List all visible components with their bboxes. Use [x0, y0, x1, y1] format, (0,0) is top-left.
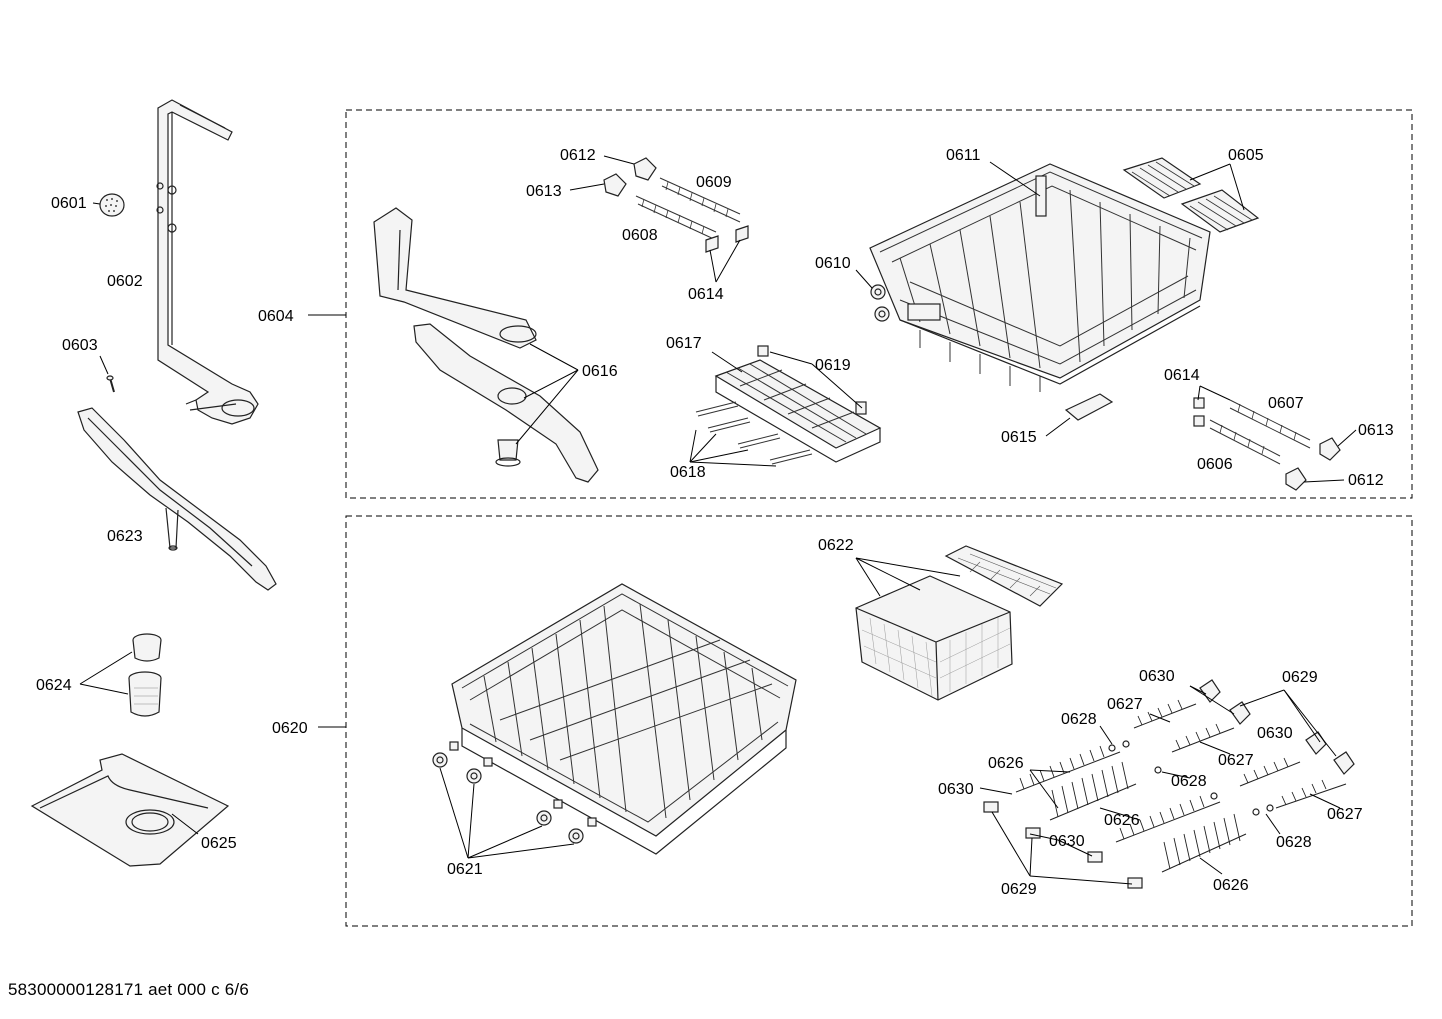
part-0612-0613-0608-0609-rails-left[interactable]	[603, 157, 749, 253]
label-0609: 0609	[696, 174, 732, 191]
part-0605-tine-inserts[interactable]	[1122, 157, 1260, 233]
document-code: 58300000128171 aet 000 c 6/6	[8, 980, 249, 999]
label-0627-b: 0627	[1218, 752, 1254, 769]
label-0605: 0605	[1228, 147, 1264, 164]
part-0617-cup-shelf[interactable]	[714, 345, 882, 463]
part-0616-upper-spray-arm[interactable]	[373, 207, 599, 483]
label-0603: 0603	[62, 337, 98, 354]
part-0606-0607-rails-right[interactable]	[1193, 397, 1341, 491]
part-0603-screw[interactable]	[106, 375, 115, 393]
label-0626-c: 0626	[1213, 877, 1249, 894]
label-0630-d: 0630	[1049, 833, 1085, 850]
label-0628-c: 0628	[1276, 834, 1312, 851]
part-labels: 0601 0602 0603 0604 0605 0606 0607 0608 …	[36, 147, 1394, 898]
part-0601-cap[interactable]	[99, 193, 125, 217]
label-0611: 0611	[946, 147, 981, 164]
label-0614-right: 0614	[1164, 367, 1200, 384]
part-0627-small-tine-racks[interactable]	[1133, 699, 1347, 809]
label-0612-bottom: 0612	[1348, 472, 1384, 489]
label-0626-a: 0626	[988, 755, 1024, 772]
part-0602-supply-pipe[interactable]	[156, 99, 259, 425]
label-0601: 0601	[51, 195, 87, 212]
label-0613-top: 0613	[526, 183, 562, 200]
label-0626-b: 0626	[1104, 812, 1140, 829]
part-0625-sump-cover[interactable]	[30, 753, 230, 867]
label-0612-top: 0612	[560, 147, 596, 164]
label-0629-b: 0629	[1001, 881, 1037, 898]
label-0627-a: 0627	[1107, 696, 1143, 713]
part-0611-upper-basket[interactable]	[869, 163, 1211, 392]
label-0602: 0602	[107, 273, 143, 290]
label-0622: 0622	[818, 537, 854, 554]
upper-basket-group-box	[345, 109, 1413, 499]
part-0620-lower-basket[interactable]	[451, 583, 797, 855]
label-0630-a: 0630	[1139, 668, 1175, 685]
label-0628-a: 0628	[1061, 711, 1097, 728]
label-0628-b: 0628	[1171, 773, 1207, 790]
label-0616: 0616	[582, 363, 618, 380]
label-0604: 0604	[258, 308, 294, 325]
label-0624: 0624	[36, 677, 72, 694]
part-0624-filter-assembly[interactable]	[128, 633, 162, 717]
part-0622-cutlery-basket[interactable]	[855, 545, 1064, 701]
label-0623: 0623	[107, 528, 143, 545]
label-0627-c: 0627	[1327, 806, 1363, 823]
part-0610-rollers[interactable]	[870, 284, 890, 322]
label-0614-left: 0614	[688, 286, 724, 303]
label-0629-a: 0629	[1282, 669, 1318, 686]
label-0625: 0625	[201, 835, 237, 852]
label-0608: 0608	[622, 227, 658, 244]
label-0610: 0610	[815, 255, 851, 272]
part-0618-shelf-hooks[interactable]	[695, 401, 813, 465]
label-0620: 0620	[272, 720, 308, 737]
lower-basket-group-box	[345, 515, 1413, 927]
label-0615: 0615	[1001, 429, 1037, 446]
label-0607: 0607	[1268, 395, 1304, 412]
label-0606: 0606	[1197, 456, 1233, 473]
label-0621: 0621	[447, 861, 483, 878]
label-0630-b: 0630	[1257, 725, 1293, 742]
part-0615-handle[interactable]	[1064, 393, 1114, 421]
label-0630-c: 0630	[938, 781, 974, 798]
part-0621-wheels[interactable]	[432, 741, 597, 844]
part-0623-lower-spray-arm[interactable]	[77, 407, 277, 591]
label-0613-bottom: 0613	[1358, 422, 1394, 439]
label-0618: 0618	[670, 464, 706, 481]
label-0617: 0617	[666, 335, 702, 352]
part-0626-tine-racks[interactable]	[1015, 745, 1247, 873]
label-0619: 0619	[815, 357, 851, 374]
